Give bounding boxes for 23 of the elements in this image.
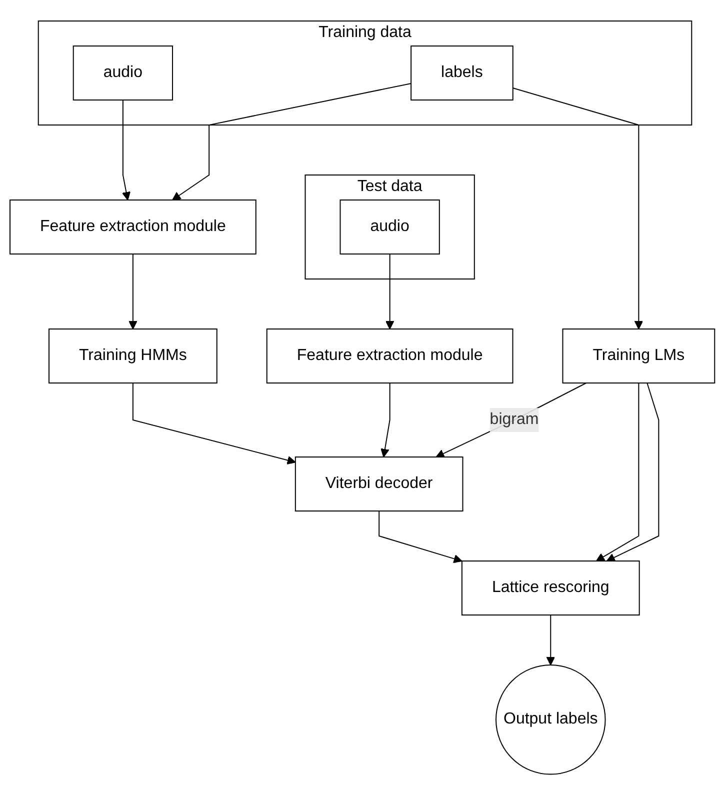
node-box: Viterbi decoder <box>295 456 464 512</box>
node-box: audio <box>73 45 174 100</box>
arrow <box>386 253 394 330</box>
arrow <box>132 382 296 464</box>
node-box: Training HMMs <box>48 328 218 384</box>
node-box: audio <box>340 199 440 254</box>
arrow <box>512 87 644 330</box>
node-box: Feature extraction module <box>10 199 257 254</box>
node-box: labels <box>410 45 514 100</box>
edge-label: bigram <box>490 410 539 428</box>
arrow <box>546 614 556 666</box>
arrow <box>128 253 138 330</box>
arrow <box>436 382 587 458</box>
node-box: Training LMs <box>562 328 716 384</box>
node-box: Lattice rescoring <box>462 560 640 616</box>
arrow <box>122 99 131 200</box>
arrow <box>172 82 412 200</box>
arrow <box>378 510 462 563</box>
node-box: Feature extraction module <box>266 328 514 384</box>
arrow <box>596 382 640 562</box>
node-circle: Output labels <box>496 664 606 775</box>
arrow <box>606 382 660 562</box>
arrow <box>380 382 390 458</box>
